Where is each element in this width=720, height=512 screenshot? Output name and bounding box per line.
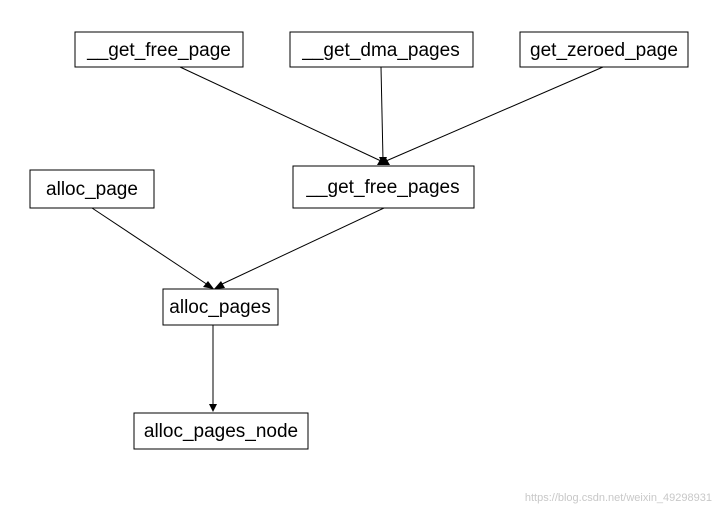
edge-get-free-pages-to-alloc-pages xyxy=(219,207,385,286)
node-get-free-pages: __get_free_pages xyxy=(292,165,475,209)
node-label: __get_free_pages xyxy=(305,177,459,198)
node-label: alloc_page xyxy=(46,179,138,200)
node-label: __get_dma_pages xyxy=(301,40,459,61)
node-alloc-pages: alloc_pages xyxy=(162,288,279,326)
node-label: get_zeroed_page xyxy=(530,40,678,61)
arrowhead-get-zeroed-page-to-get-free-pages xyxy=(377,158,390,165)
edge-get-dma-pages-to-get-free-pages xyxy=(380,66,384,161)
watermark-text: https://blog.csdn.net/weixin_49298931 xyxy=(524,492,712,504)
arrowhead-get-free-pages-to-alloc-pages xyxy=(214,281,225,289)
node-get-zeroed-page: get_zeroed_page xyxy=(519,31,689,68)
edge-alloc-page-to-alloc-pages xyxy=(91,207,209,286)
arrowhead-alloc-pages-to-alloc-pages-node xyxy=(209,404,217,412)
node-alloc-page: alloc_page xyxy=(29,169,155,209)
node-label: alloc_pages_node xyxy=(144,421,298,442)
node-label: __get_free_page xyxy=(86,40,231,61)
node-alloc-pages-node: alloc_pages_node xyxy=(133,412,309,450)
edges xyxy=(91,66,604,412)
edge-get-zeroed-page-to-get-free-pages xyxy=(385,66,604,162)
node-label: alloc_pages xyxy=(169,297,270,318)
node-get-free-page: __get_free_page xyxy=(74,31,244,68)
edge-get-free-page-to-get-free-pages xyxy=(179,66,382,162)
node-get-dma-pages: __get_dma_pages xyxy=(289,31,474,68)
arrowhead-alloc-page-to-alloc-pages xyxy=(203,281,214,289)
